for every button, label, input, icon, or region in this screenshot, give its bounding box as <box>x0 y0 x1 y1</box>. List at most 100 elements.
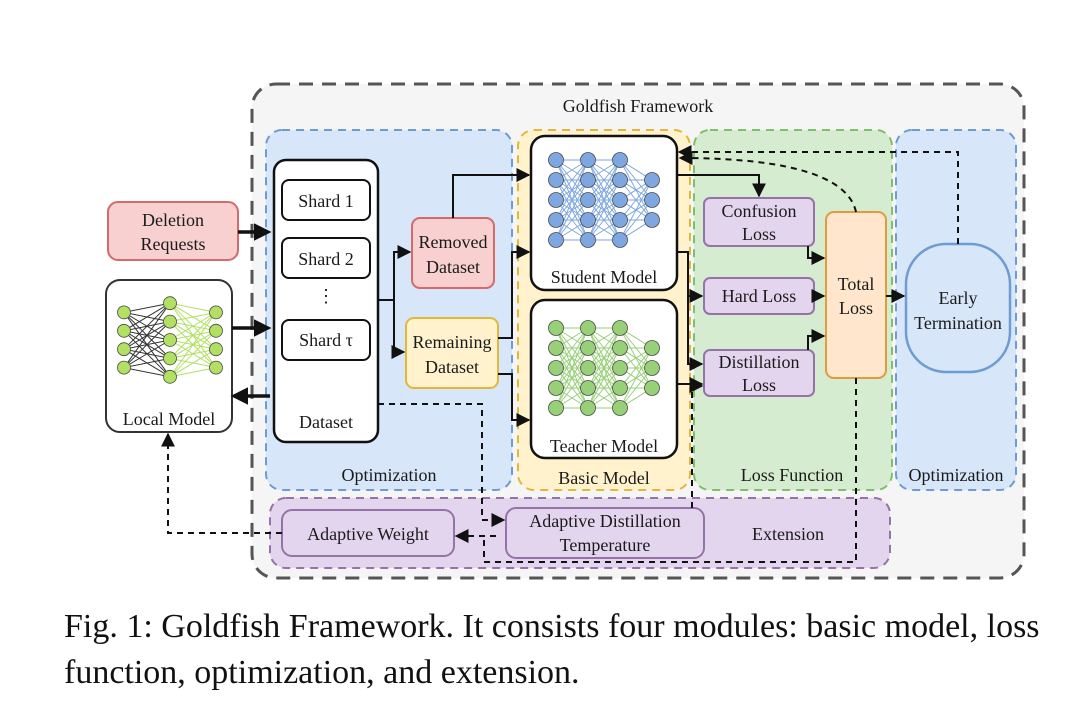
distillation-loss-label: Distillation <box>719 352 800 372</box>
arrow-remaining-to-student <box>498 245 531 339</box>
student-model-label: Student Model <box>551 267 658 287</box>
early-termination-box <box>904 242 1012 374</box>
network-edge <box>123 302 171 332</box>
optimization-label-left: Optimization <box>342 465 437 485</box>
network-edge <box>555 159 589 241</box>
arrow-dataset-to-remaining <box>391 300 406 359</box>
network-edge <box>555 327 589 409</box>
total-loss-label: Total <box>838 274 875 294</box>
network-node <box>117 342 131 357</box>
network-node <box>548 340 564 356</box>
adaptive-temperature-label: Adaptive Distillation <box>529 511 680 531</box>
figure-caption: Fig. 1: Goldfish Framework. It consists … <box>64 608 1040 691</box>
network-edge <box>555 159 589 221</box>
network-node <box>548 232 564 248</box>
confusion-loss-box <box>703 197 815 247</box>
network-edge <box>169 312 217 359</box>
network-node <box>163 333 177 347</box>
total-loss-box <box>825 211 887 379</box>
network-edge <box>587 159 621 201</box>
dataset-to-temperature <box>378 403 506 527</box>
network-node <box>548 380 564 396</box>
network-node <box>548 192 564 208</box>
network-edge <box>587 347 621 409</box>
confusion-loss-label: Loss <box>742 224 776 244</box>
network-node <box>163 369 177 384</box>
network-node <box>612 172 628 188</box>
network-node <box>548 152 564 168</box>
shard-box <box>281 319 371 361</box>
early-termination-label: Early <box>939 288 978 308</box>
network-edge <box>169 311 217 323</box>
adaptive-weight-label: Adaptive Weight <box>307 524 429 544</box>
network-node <box>612 320 628 336</box>
arrow-student-to-hard <box>677 251 704 303</box>
network-node <box>548 172 564 188</box>
network-node <box>612 192 628 208</box>
arrow-remaining-to-teacher <box>498 373 531 427</box>
network-node <box>580 172 596 188</box>
network-node <box>612 340 628 356</box>
shard-label: Shard 2 <box>298 249 354 269</box>
network-node <box>580 152 596 168</box>
network-edge <box>587 327 621 409</box>
distillation-loss-label: Loss <box>742 375 776 395</box>
adaptive-temperature-label: Temperature <box>560 535 651 555</box>
deletion-requests-label: Requests <box>141 234 206 254</box>
network-node <box>644 192 660 208</box>
network-node <box>612 380 628 396</box>
network-node <box>612 400 628 416</box>
network-edge <box>169 348 217 378</box>
dashed-connectors <box>161 145 959 563</box>
network-node <box>644 360 660 376</box>
arrow-student-to-distillation <box>687 296 704 371</box>
arrow-student-to-confusion <box>677 174 766 198</box>
total-loss-label: Loss <box>839 298 873 318</box>
network-edge <box>123 321 171 368</box>
extension-label: Extension <box>752 524 824 544</box>
network-edge <box>169 311 217 341</box>
network-edge <box>619 199 653 241</box>
network-edge <box>123 302 171 350</box>
network-edge <box>587 179 621 241</box>
network-edge <box>619 179 653 241</box>
network-node <box>580 380 596 396</box>
network-node <box>612 212 628 228</box>
network-node <box>548 400 564 416</box>
network-edge <box>587 367 621 409</box>
network-edge <box>123 302 171 368</box>
early-termination-label: Termination <box>914 313 1002 333</box>
network-edge <box>555 327 589 389</box>
network-edge <box>619 179 653 221</box>
network-edge <box>169 312 217 378</box>
network-node <box>163 296 177 311</box>
remaining-dataset-box <box>405 317 499 389</box>
network-node <box>580 192 596 208</box>
adaptive-temperature-box <box>505 507 705 559</box>
network-edge <box>619 347 653 389</box>
network-node <box>580 232 596 248</box>
network-node <box>117 360 131 375</box>
network-edge <box>169 330 217 378</box>
network-edge <box>123 302 171 313</box>
network-node <box>580 360 596 376</box>
network-node <box>644 172 660 188</box>
loss-function-label: Loss Function <box>741 465 844 485</box>
network-edge <box>169 302 217 313</box>
network-node <box>209 360 223 375</box>
arrow-dataset-to-removed <box>378 245 412 301</box>
network-edge <box>169 367 217 378</box>
network-edge <box>587 199 621 241</box>
network-edge <box>555 347 589 409</box>
total-loss-to-extension <box>483 378 857 563</box>
network-node <box>117 323 131 338</box>
hard-loss-label: Hard Loss <box>722 286 797 306</box>
network-node <box>117 305 131 320</box>
goldfish-diagram: Goldfish Framework Optimization Basic Mo… <box>105 82 1026 580</box>
network-node <box>163 351 177 366</box>
network-edge <box>587 159 621 241</box>
network-node <box>580 212 596 228</box>
distillation-loss-box <box>703 349 815 397</box>
student-network-icon <box>548 152 660 248</box>
network-node <box>548 320 564 336</box>
